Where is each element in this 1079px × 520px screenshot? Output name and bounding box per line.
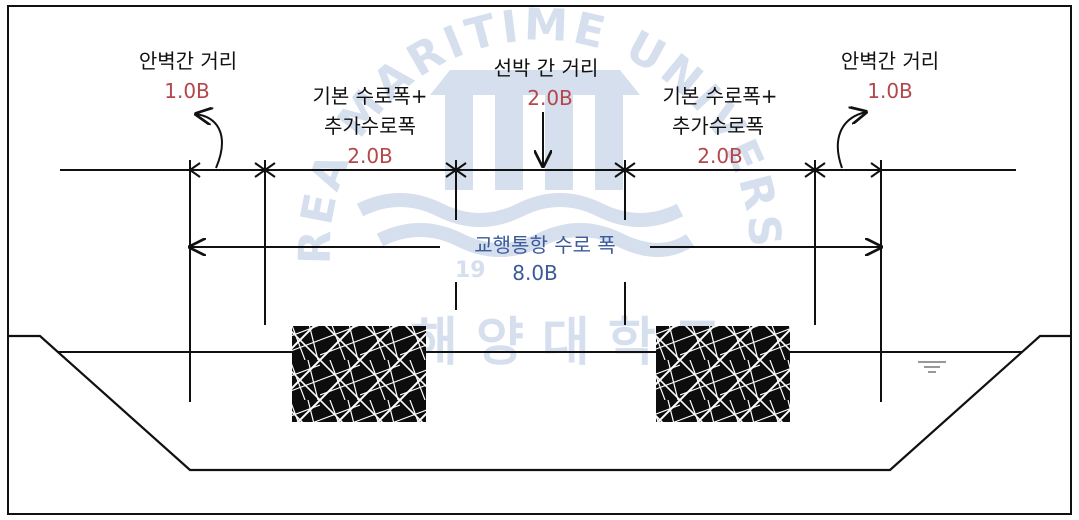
ship-distance-label: 선박 간 거리 <box>493 56 599 80</box>
total-width-label: 교행통항 수로 폭 <box>474 233 616 257</box>
diagram-frame <box>7 5 1072 515</box>
left-bank-callout-arrow <box>196 114 223 169</box>
left-bank-distance-value: 1.0B <box>164 79 210 103</box>
right-bank-distance-label: 안벽간 거리 <box>840 49 940 73</box>
extension-lines <box>189 160 882 402</box>
watermark-year: 19 <box>455 258 486 283</box>
right-bank-callout-arrow <box>837 112 866 169</box>
left-lane-value: 2.0B <box>347 144 393 168</box>
right-lane-label-line1: 기본 수로폭+ <box>662 84 778 108</box>
left-bank-distance-label: 안벽간 거리 <box>138 49 238 73</box>
channel-bed <box>8 334 1071 472</box>
right-bank-distance-value: 1.0B <box>867 79 913 103</box>
top-dimension-arrows <box>188 162 883 178</box>
ship-left <box>292 326 426 422</box>
water-level-symbol <box>918 361 946 373</box>
left-lane-label-line1: 기본 수로폭+ <box>312 84 428 108</box>
total-width-value: 8.0B <box>512 261 558 285</box>
right-lane-value: 2.0B <box>697 144 743 168</box>
ship-right <box>656 326 790 422</box>
right-lane-label-line2: 추가수로폭 <box>672 114 764 138</box>
left-lane-label-line2: 추가수로폭 <box>324 114 416 138</box>
ship-distance-value: 2.0B <box>527 86 573 110</box>
